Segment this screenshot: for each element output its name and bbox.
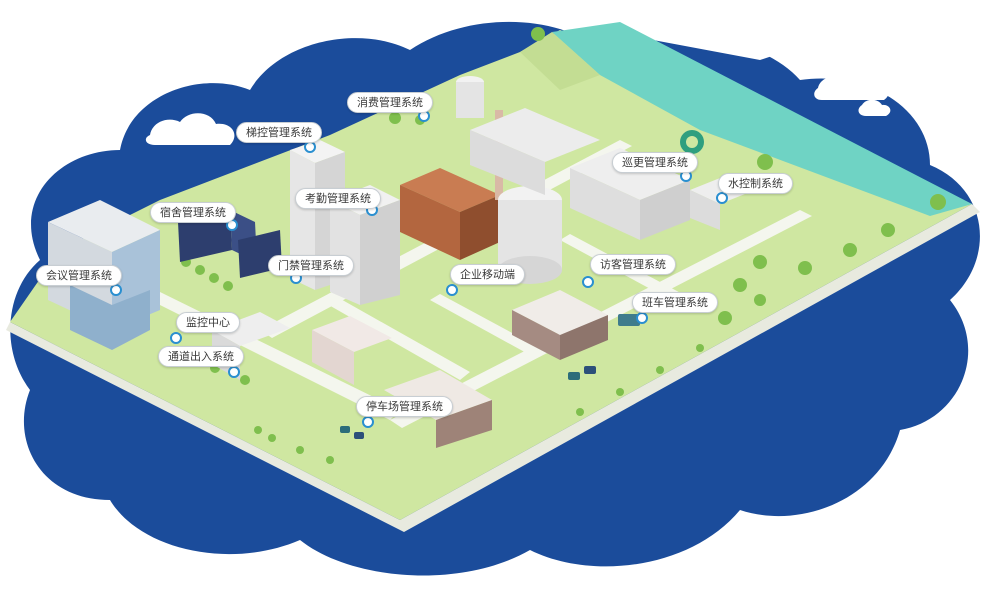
pin-shuttle: [636, 312, 648, 324]
label-monitoring-center[interactable]: 监控中心: [176, 312, 240, 333]
pin-passage: [228, 366, 240, 378]
pin-monitor: [170, 332, 182, 344]
label-patrol-system[interactable]: 巡更管理系统: [612, 152, 698, 173]
pin-meeting: [110, 284, 122, 296]
label-meeting-system[interactable]: 会议管理系统: [36, 265, 122, 286]
label-attendance-system[interactable]: 考勤管理系统: [295, 188, 381, 209]
label-enterprise-mobile[interactable]: 企业移动端: [450, 264, 525, 285]
label-water-control-system[interactable]: 水控制系统: [718, 173, 793, 194]
trees: [181, 27, 946, 464]
pin-visitor: [582, 276, 594, 288]
label-consumption-system[interactable]: 消费管理系统: [347, 92, 433, 113]
label-access-control-system[interactable]: 门禁管理系统: [268, 255, 354, 276]
pin-water: [716, 192, 728, 204]
pin-mobile: [446, 284, 458, 296]
label-shuttle-bus-system[interactable]: 班车管理系统: [632, 292, 718, 313]
label-visitor-system[interactable]: 访客管理系统: [590, 254, 676, 275]
label-elevator-control-system[interactable]: 梯控管理系统: [236, 122, 322, 143]
label-dormitory-system[interactable]: 宿舍管理系统: [150, 202, 236, 223]
pin-elevator: [304, 141, 316, 153]
label-parking-system[interactable]: 停车场管理系统: [356, 396, 453, 417]
pin-parking: [362, 416, 374, 428]
label-passage-entry-system[interactable]: 通道出入系统: [158, 346, 244, 367]
